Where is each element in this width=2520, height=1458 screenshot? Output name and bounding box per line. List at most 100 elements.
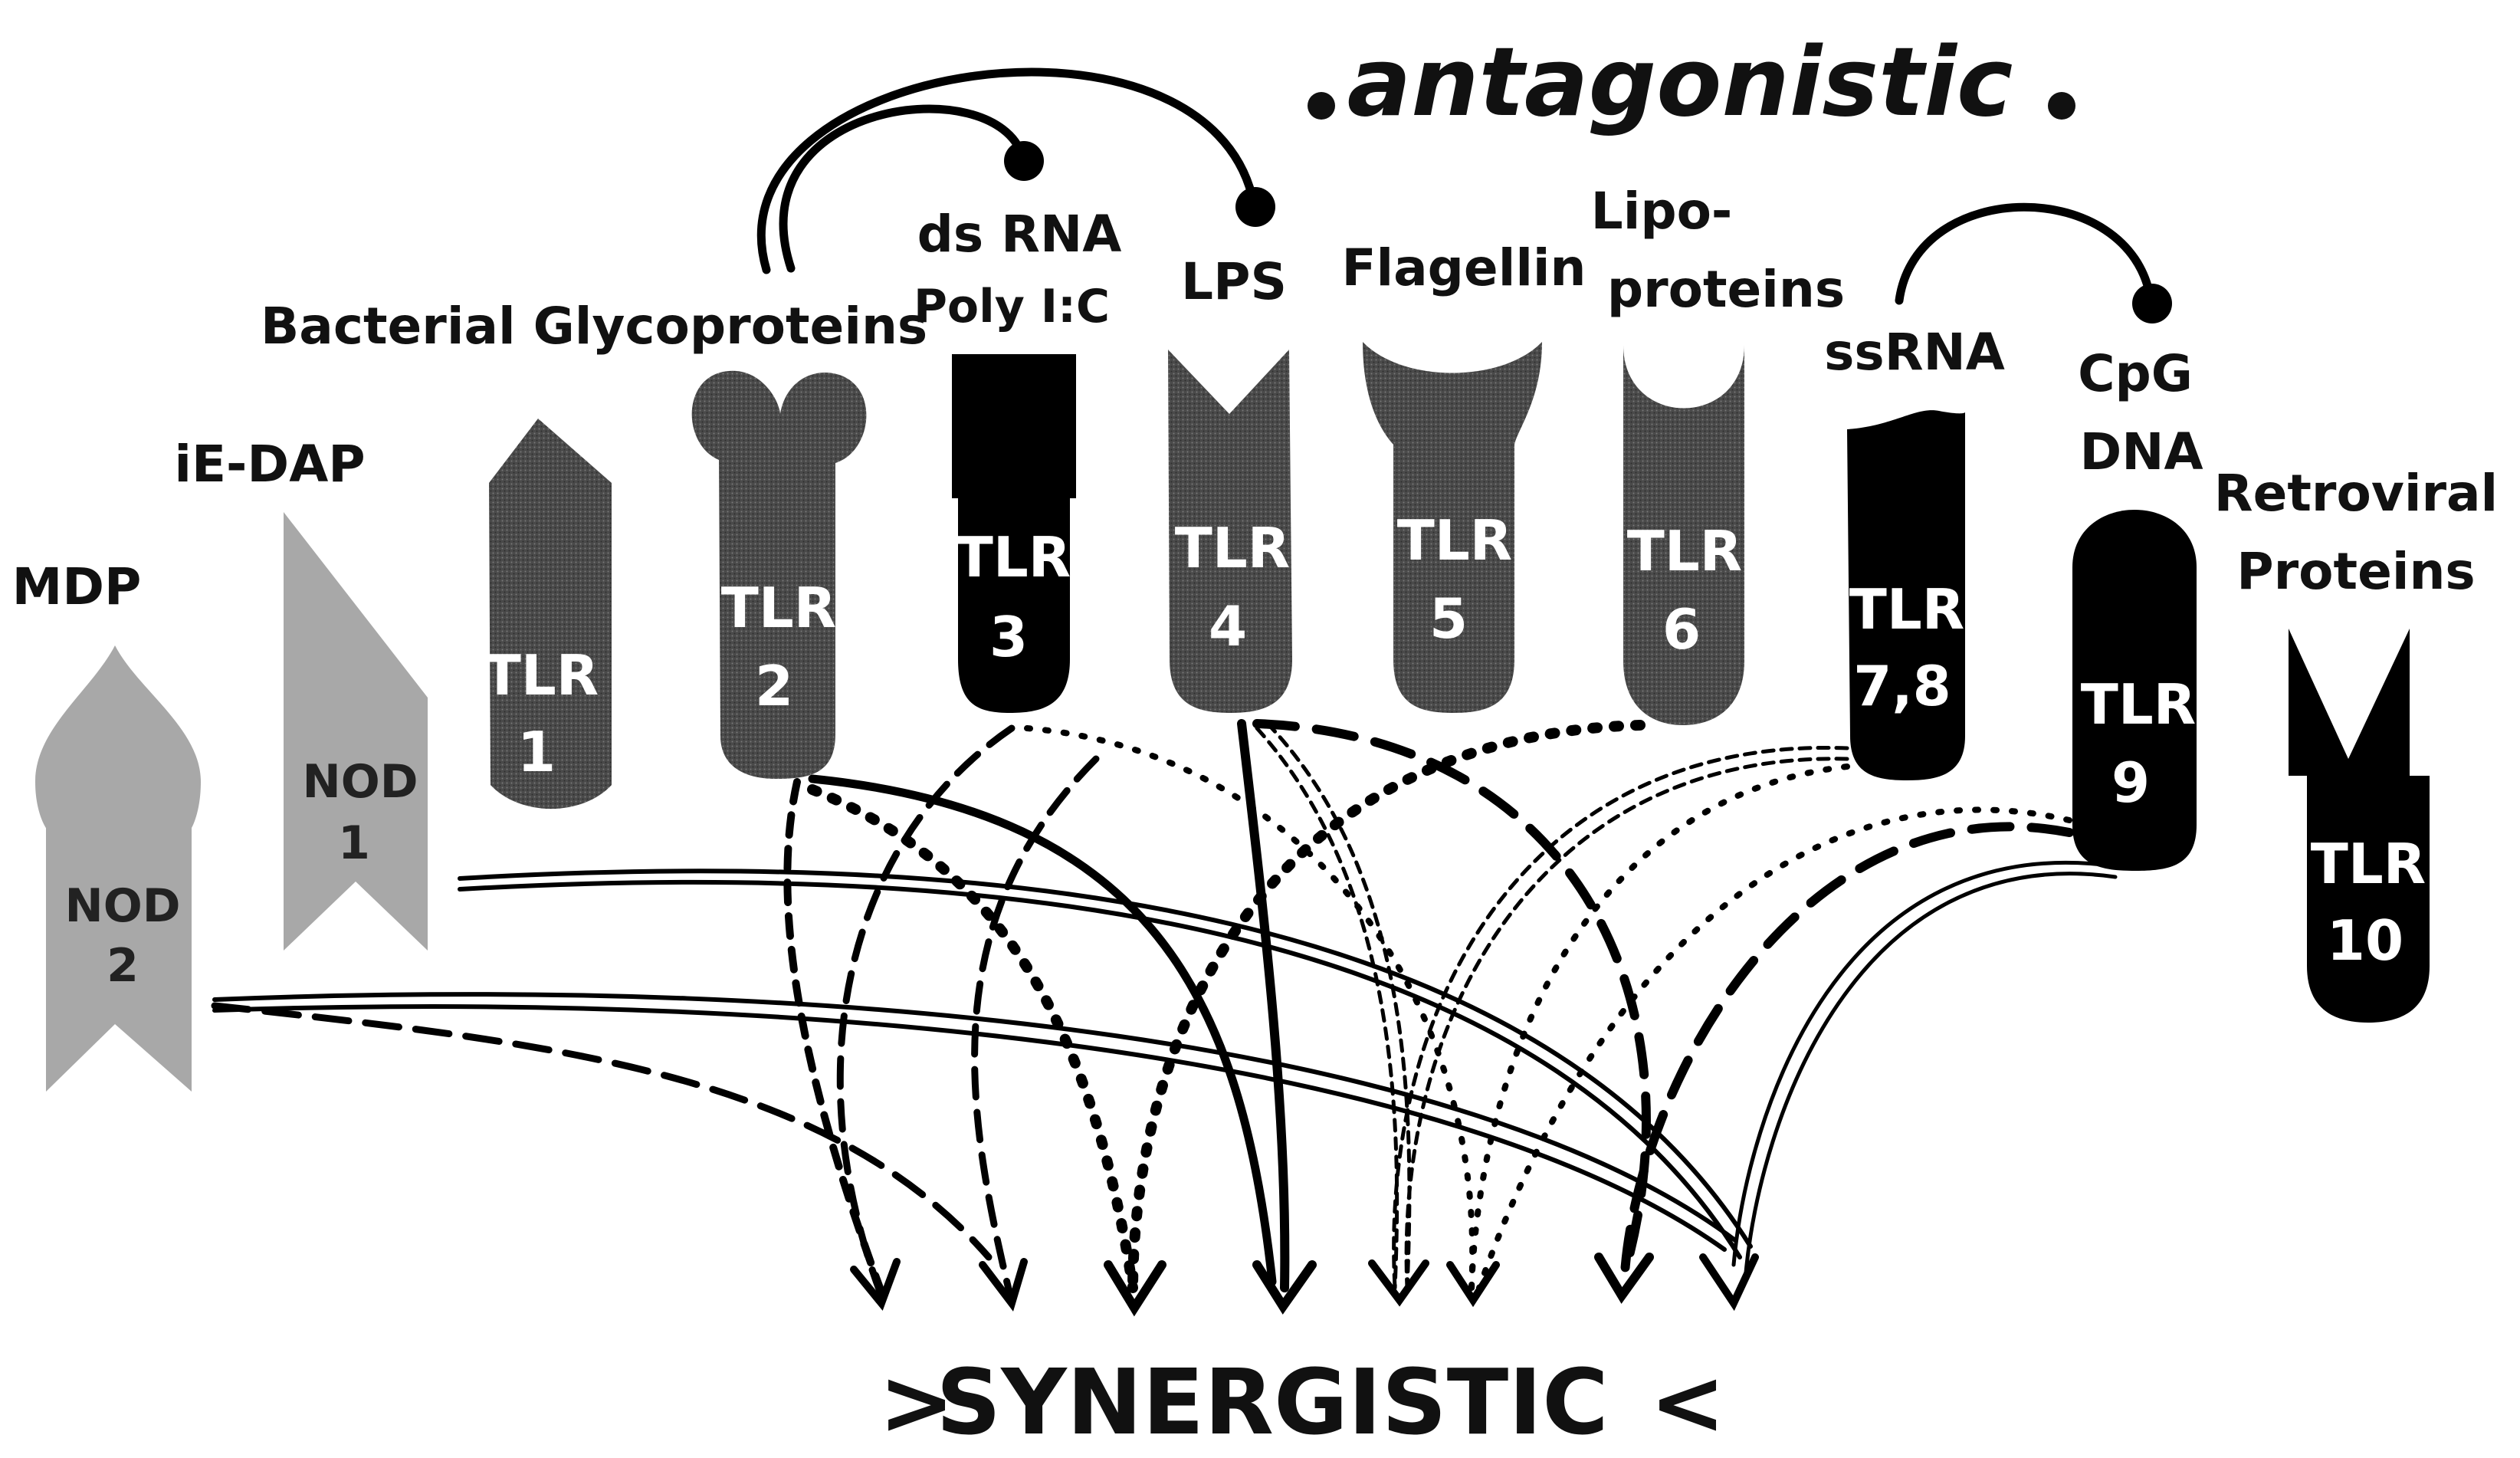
tlr4-receptor: TLR 4 — [1168, 350, 1292, 713]
ligand-ds-rna-line1: ds RNA — [917, 205, 1122, 264]
arrow-tlr9-double — [1731, 860, 2118, 1267]
arrowhead-6 — [1446, 1261, 1500, 1308]
ligand-retroviral-line2: Proteins — [2236, 542, 2475, 601]
tlr78-receptor: TLR 7,8 — [1847, 410, 1965, 780]
nod2-line1: NOD — [64, 879, 180, 933]
arrow-tlr78-dotted — [1468, 763, 1850, 1291]
synergistic-arrows — [211, 719, 2118, 1317]
antagonistic-dot-left — [1308, 92, 1335, 120]
ligand-lipoproteins-line2: proteins — [1607, 260, 1845, 319]
tlr6-line1: TLR — [1627, 519, 1742, 583]
tlr9-line2: 9 — [2111, 750, 2150, 815]
tlr3-shape — [952, 354, 1076, 713]
arrow-nod2-b2 — [212, 992, 1737, 1243]
arrowhead-4 — [1252, 1260, 1317, 1315]
arrow-tlr2-solid — [808, 774, 1277, 1286]
tlr1-line1: TLR — [484, 643, 599, 708]
arrowhead-2 — [979, 1258, 1028, 1312]
ligand-ds-rna-line2: Poly I:C — [914, 280, 1110, 333]
arrow-tlr9-dotted — [1476, 806, 2072, 1291]
tlr6-shape — [1623, 345, 1744, 725]
synergistic-right-mark: < — [1650, 1349, 1726, 1455]
tlr6-line2: 6 — [1662, 597, 1701, 662]
antagonistic-label: antagonistic — [1347, 28, 2013, 138]
arrow-tlr4-dashed — [971, 755, 1100, 1299]
antagonistic-end-lps — [1235, 187, 1275, 227]
antagonistic-arcs — [756, 67, 2172, 323]
synergistic-title: > SYNERGISTIC < — [879, 1349, 1726, 1455]
antagonistic-title: antagonistic — [1308, 28, 2075, 138]
arrow-tlr6-dotted — [1127, 720, 1646, 1293]
nod1-line2: 1 — [338, 816, 370, 870]
tlr9-receptor: TLR 9 — [2072, 510, 2197, 871]
antagonistic-arc-ssrna-cpg — [1895, 202, 2155, 305]
ligand-ie-dap: iE-DAP — [174, 435, 365, 494]
arrow-tlr78-double — [1392, 745, 1849, 1290]
tlr3-receptor: TLR 3 — [952, 354, 1076, 713]
arrow-tlr78-double2 — [1404, 757, 1849, 1290]
ligand-cpg-line1: CpG — [2078, 344, 2193, 403]
ligand-lps: LPS — [1181, 252, 1287, 311]
arrowhead-7 — [1594, 1253, 1654, 1304]
arrowhead-3 — [1104, 1260, 1166, 1317]
arrow-tlr4-double — [1255, 726, 1399, 1290]
tlr10-shape — [2289, 629, 2430, 1023]
tlr78-line2: 7,8 — [1853, 654, 1951, 718]
arrow-tlr4-double2 — [1265, 721, 1412, 1290]
tlr10-line2: 10 — [2327, 908, 2404, 973]
arrow-nod1-a — [458, 879, 1742, 1259]
tlr2-line2: 2 — [755, 654, 793, 718]
ligand-labels: MDP iE-DAP Bacterial Glycoproteins ds RN… — [12, 182, 2499, 616]
tlr5-line2: 5 — [1429, 586, 1468, 651]
tlr1-line2: 1 — [517, 720, 556, 784]
tlr2-shape — [691, 370, 867, 779]
tlr5-line1: TLR — [1397, 508, 1512, 573]
tlr1-shape — [489, 419, 612, 809]
nod2-receptor: NOD 2 — [35, 645, 201, 1092]
arrow-nod1-b — [458, 869, 1753, 1249]
tlr10-line1: TLR — [2311, 832, 2426, 896]
nod1-shape — [284, 512, 428, 951]
ligand-bacterial-glycoproteins: Bacterial Glycoproteins — [261, 297, 927, 356]
arrow-tlr4-solid — [1237, 719, 1290, 1292]
antagonistic-dot-right — [2048, 92, 2075, 120]
arrow-nod2-a — [211, 1002, 993, 1261]
tlr6-receptor: TLR 6 — [1623, 345, 1744, 725]
receptors: NOD 2 NOD 1 TLR 1 TLR 2 TLR 3 — [35, 342, 2430, 1092]
tlr78-shape — [1847, 410, 1965, 780]
arrow-tlr9-longdash — [1620, 822, 2074, 1277]
nod2-line2: 2 — [107, 939, 139, 993]
arrow-tlr2-dashed — [783, 778, 884, 1292]
antagonistic-arc-tlr2-lps — [756, 67, 1258, 274]
arrow-nod2-b — [212, 1004, 1727, 1252]
tlr5-shape — [1363, 342, 1542, 713]
synergistic-left-mark: > — [879, 1349, 955, 1455]
ligand-ssrna: ssRNA — [1824, 323, 2005, 382]
arrow-tlr9-double2 — [1744, 872, 2118, 1275]
nod1-receptor: NOD 1 — [284, 512, 428, 951]
tlr2-line1: TLR — [721, 576, 836, 640]
tlr78-line1: TLR — [1849, 577, 1964, 642]
antagonistic-end-cpg — [2132, 284, 2172, 323]
tlr3-line1: TLR — [956, 525, 1071, 589]
tlr2-receptor: TLR 2 — [691, 370, 867, 779]
tlr9-shape — [2072, 510, 2197, 871]
arrowhead-5 — [1368, 1259, 1429, 1307]
tlr3-line2: 3 — [989, 605, 1028, 669]
ligand-flagellin: Flagellin — [1341, 238, 1586, 297]
arrowhead-8 — [1699, 1253, 1759, 1312]
synergistic-label: SYNERGISTIC — [936, 1349, 1608, 1455]
arrow-tlr3-dashed — [836, 724, 1016, 1299]
nod2-shape — [35, 645, 201, 1092]
ligand-retroviral-line1: Retroviral — [2214, 464, 2498, 523]
tlr4-line2: 4 — [1209, 594, 1247, 658]
antagonistic-arc-tlr2-dsrna — [779, 104, 1027, 273]
antagonistic-end-dsrna — [1004, 141, 1044, 181]
tlr4-line1: TLR — [1175, 516, 1290, 580]
ligand-mdp: MDP — [12, 557, 142, 616]
tlr9-line1: TLR — [2081, 672, 2196, 737]
ligand-cpg-line2: DNA — [2079, 422, 2203, 481]
tlr4-shape — [1168, 350, 1292, 713]
nod1-line1: NOD — [302, 755, 418, 809]
